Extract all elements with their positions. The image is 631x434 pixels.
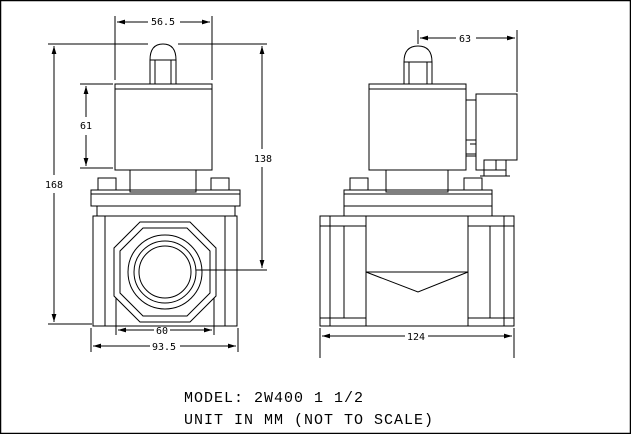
port-octagon	[113, 221, 217, 323]
valve-body	[92, 215, 238, 327]
coil	[114, 83, 213, 171]
dim-coil-height: 61	[80, 121, 92, 132]
dim-total-height: 168	[45, 180, 63, 191]
port-outer	[127, 234, 203, 310]
model-caption: MODEL: 2W400 1 1/2	[184, 390, 364, 407]
dim-body-width: 93.5	[152, 342, 176, 353]
coil-pin	[149, 43, 177, 84]
front-dimensions: 56.5 61 168 138 60 93.5	[45, 16, 272, 353]
side-body	[319, 215, 515, 327]
dim-side-offset: 63	[459, 34, 471, 45]
bolt-right	[210, 177, 230, 191]
neck	[129, 169, 197, 193]
connector-box	[466, 93, 518, 171]
side-view	[319, 45, 518, 327]
dim-port-width: 60	[156, 326, 168, 337]
port-inner	[138, 245, 192, 299]
side-neck	[385, 169, 449, 193]
dim-coil-width: 56.5	[151, 17, 175, 28]
side-seat	[365, 271, 469, 293]
dim-bore-height: 138	[254, 154, 272, 165]
side-coil	[368, 83, 467, 171]
side-coil-pin	[403, 45, 433, 84]
unit-caption: UNIT IN MM (NOT TO SCALE)	[184, 412, 434, 429]
bolt-left	[97, 177, 117, 191]
side-dimensions: 63 124	[319, 30, 518, 358]
front-view	[90, 43, 241, 327]
dim-side-length: 124	[407, 332, 425, 343]
